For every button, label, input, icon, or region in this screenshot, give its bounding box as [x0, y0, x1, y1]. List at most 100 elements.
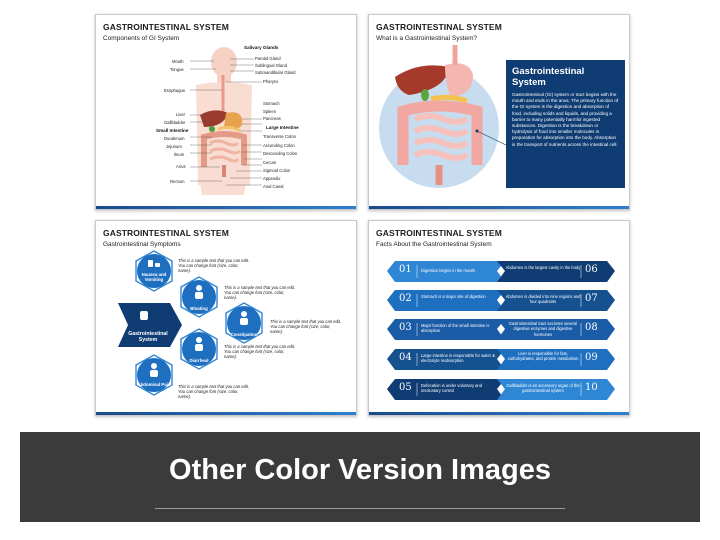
fact-banner-right — [497, 290, 615, 311]
label-jejunum: Jejunum — [166, 144, 182, 149]
fact-number: 03 — [399, 322, 412, 333]
fact-number: 08 — [585, 322, 598, 333]
label-submandibular-gland: Submandibular Gland — [255, 70, 296, 75]
fact-07: Abdomen is divided into nine regions and… — [497, 290, 615, 311]
label-pharynx: Pharynx — [263, 79, 279, 84]
fact-banner-left — [387, 379, 505, 400]
slide-subtitle: Gastrointestinal Symptoms — [103, 241, 181, 248]
fact-banner-right — [497, 379, 615, 400]
label-pancreas: Pancreas — [263, 116, 281, 121]
sample-text-4: This is a sample text that you can edit.… — [224, 344, 296, 360]
sample-text-1: This is a sample text that you can edit.… — [178, 258, 250, 274]
label-rectum: Rectum — [170, 179, 185, 184]
symptom-bloating: Bloating — [190, 306, 208, 311]
symptom-nausea-vomiting: Nausea and Vomiting — [141, 272, 167, 282]
slide-thumbnail-facts[interactable]: GASTROINTESTINAL SYSTEM Facts About the … — [368, 220, 630, 416]
fact-number: 05 — [399, 382, 412, 393]
fact-number: 07 — [585, 293, 598, 304]
other-color-banner[interactable]: Other Color Version Images — [20, 432, 700, 522]
fact-text: Abdomen is divided into nine regions and… — [505, 294, 581, 305]
label-tongue: Tongue — [170, 67, 184, 72]
label-stomach: Stomach — [263, 101, 280, 106]
label-transverse-colon: Transverse Colon — [263, 134, 296, 139]
fact-number: 09 — [585, 352, 598, 363]
label-ascending-colon: Ascending Colon — [263, 143, 295, 148]
fact-text: Abdomen is the largest cavity in the bod… — [505, 265, 581, 270]
fact-text: Digestion begins in the mouth — [421, 268, 475, 273]
sample-text-3: This is a sample text that you can edit.… — [270, 319, 342, 335]
fact-banner-left — [387, 349, 505, 370]
fact-number: 02 — [399, 293, 412, 304]
banner-divider — [155, 508, 565, 509]
label-large-intestine: Large Intestine — [266, 125, 299, 130]
fact-banner-left — [387, 290, 505, 311]
fact-text: Gallbladder is an accessory organ of the… — [506, 383, 580, 394]
label-duodenum: Duodenum — [164, 136, 185, 141]
slide-bottom-bar — [369, 206, 629, 209]
digestive-body-illustration — [190, 47, 262, 195]
label-cecum: Cecum — [263, 160, 277, 165]
fact-text: Major function of the small intestine is… — [421, 323, 490, 334]
slide-subtitle: What is a Gastrointestinal System? — [376, 35, 478, 42]
definition-heading: Gastrointestinal System — [512, 66, 585, 88]
slide-subtitle: Components of GI System — [103, 35, 180, 42]
sample-text-2: This is a sample text that you can edit.… — [224, 285, 296, 301]
fact-number: 04 — [399, 352, 412, 363]
label-gallbladder: Gallbladder — [164, 120, 186, 125]
slide-thumbnail-symptoms[interactable]: GASTROINTESTINAL SYSTEM Gastrointestinal… — [95, 220, 357, 416]
label-sublingual-gland: Sublingual Gland — [255, 63, 287, 68]
fact-text: Large intestine is responsible for water… — [421, 353, 495, 364]
fact-05: 05 Defecation is under voluntary and inv… — [387, 379, 505, 400]
symptom-abdominal-pain: Abdominal Pain — [137, 382, 171, 387]
fact-banner-left — [387, 319, 505, 340]
slide-subtitle: Facts About the Gastrointestinal System — [376, 241, 492, 248]
slide-bottom-bar — [369, 412, 629, 415]
label-descending-colon: Descending Colon — [263, 151, 298, 156]
label-salivary-glands: Salivary Glands — [244, 45, 279, 50]
label-ileum: Ileum — [174, 152, 185, 157]
label-sigmoid-colon: Sigmoid Colon — [263, 168, 291, 173]
fact-banner-left — [387, 261, 505, 282]
gi-organs-illustration — [379, 45, 507, 188]
label-spleen: Spleen — [263, 109, 277, 114]
slide-bottom-bar — [96, 206, 356, 209]
fact-09: Liver is responsible for fats, carbohydr… — [497, 349, 615, 370]
fact-10: Gallbladder is an accessory organ of the… — [497, 379, 615, 400]
fact-06: Abdomen is the largest cavity in the bod… — [497, 261, 615, 282]
fact-number: 01 — [399, 264, 412, 275]
label-liver: Liver — [176, 112, 186, 117]
slide-bottom-bar — [96, 412, 356, 415]
label-esophagus: Esophagus — [164, 88, 185, 93]
label-anal-canal: Anal Canal — [263, 184, 284, 189]
slide-title: GASTROINTESTINAL SYSTEM — [103, 228, 229, 238]
label-appendix: Appendix — [263, 176, 281, 181]
symptom-diarrheal: Diarrheal — [189, 358, 209, 363]
facts-banners — [387, 261, 615, 400]
slide-thumbnail-what-is[interactable]: GASTROINTESTINAL SYSTEM What is a Gastro… — [368, 14, 630, 210]
label-anus: Anus — [176, 164, 186, 169]
fact-banner-right — [497, 349, 615, 370]
definition-box: Gastrointestinal System Gastrointestinal… — [506, 60, 625, 188]
fact-text: Liver is responsible for fats, carbohydr… — [507, 351, 579, 362]
fact-02: 02 Stomach is a major site of digestion — [387, 290, 505, 311]
fact-text: Defecation is under voluntary and involu… — [421, 383, 482, 394]
fact-01: 01 Digestion begins in the mouth — [387, 261, 505, 282]
slide-title: GASTROINTESTINAL SYSTEM — [103, 22, 229, 32]
fact-03: 03 Major function of the small intestine… — [387, 319, 505, 340]
center-gi-system-label: Gastrointestinal System — [128, 331, 168, 343]
fact-banner-right — [497, 261, 615, 282]
sample-text-5: This is a sample text that you can edit.… — [178, 384, 250, 400]
label-small-intestine: Small Intestine — [156, 128, 189, 133]
label-parotid-gland: Parotid Gland — [255, 56, 281, 61]
fact-04: 04 Large intestine is responsible for wa… — [387, 349, 505, 370]
slide-thumbnail-components[interactable]: GASTROINTESTINAL SYSTEM Components of GI… — [95, 14, 357, 210]
symptoms-hex-diagram — [118, 250, 263, 396]
fact-text: Stomach is a major site of digestion — [421, 294, 486, 299]
label-mouth: Mouth — [172, 59, 184, 64]
fact-text: Gastrointestinal tract secretes several … — [508, 321, 578, 337]
slide-title: GASTROINTESTINAL SYSTEM — [376, 228, 502, 238]
slide-title: GASTROINTESTINAL SYSTEM — [376, 22, 502, 32]
symptom-constipation: Constipation — [230, 332, 258, 337]
banner-title: Other Color Version Images — [169, 454, 551, 486]
